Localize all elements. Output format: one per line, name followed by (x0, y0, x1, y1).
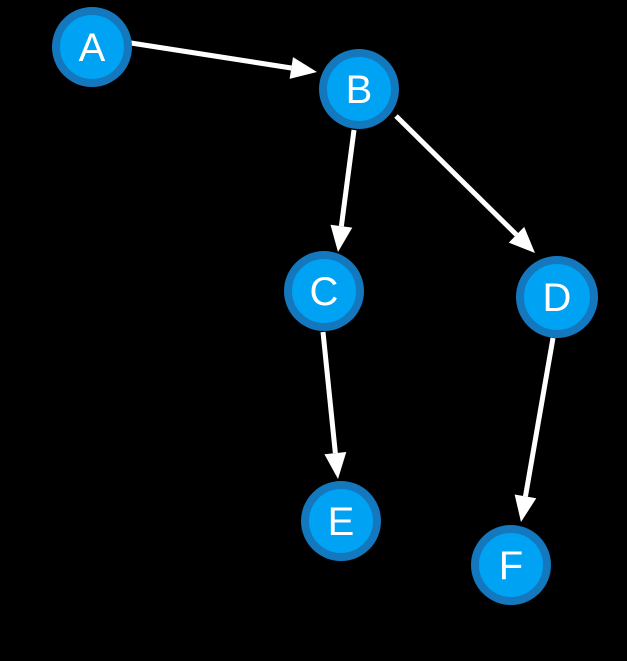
node-ring (301, 481, 381, 561)
arrowhead-icon (508, 226, 535, 253)
node-a[interactable]: A (52, 7, 132, 87)
edge-shaft (338, 129, 357, 227)
node-fill (288, 255, 360, 327)
edge-b-c (330, 129, 357, 252)
edges-layer (130, 40, 556, 522)
node-fill (56, 11, 128, 83)
node-ring (319, 49, 399, 129)
node-ring (284, 251, 364, 331)
node-fill (323, 53, 395, 125)
node-f[interactable]: F (471, 525, 551, 605)
edge-b-d (394, 114, 535, 253)
edge-shaft (394, 114, 519, 237)
node-label-e: E (328, 500, 355, 544)
node-fill (520, 260, 594, 334)
node-c[interactable]: C (284, 251, 364, 331)
node-label-a: A (79, 26, 106, 70)
nodes-layer: A B C D E F (52, 7, 598, 605)
edge-d-f (514, 337, 556, 522)
node-ring (52, 7, 132, 87)
node-d[interactable]: D (516, 256, 598, 338)
node-label-d: D (543, 276, 572, 320)
arrowhead-icon (330, 224, 353, 252)
node-e[interactable]: E (301, 481, 381, 561)
arrowhead-icon (289, 57, 317, 79)
node-fill (305, 485, 377, 557)
edge-c-e (320, 331, 347, 479)
node-fill (475, 529, 547, 601)
node-label-b: B (346, 68, 373, 112)
node-label-f: F (499, 544, 523, 588)
edge-shaft (130, 40, 292, 71)
node-b[interactable]: B (319, 49, 399, 129)
node-label-c: C (310, 270, 339, 314)
node-ring (471, 525, 551, 605)
edge-a-b (130, 40, 317, 79)
edge-shaft (320, 331, 338, 454)
arrowhead-icon (514, 494, 537, 522)
node-ring (516, 256, 598, 338)
arrowhead-icon (324, 452, 347, 479)
edge-shaft (522, 337, 556, 497)
